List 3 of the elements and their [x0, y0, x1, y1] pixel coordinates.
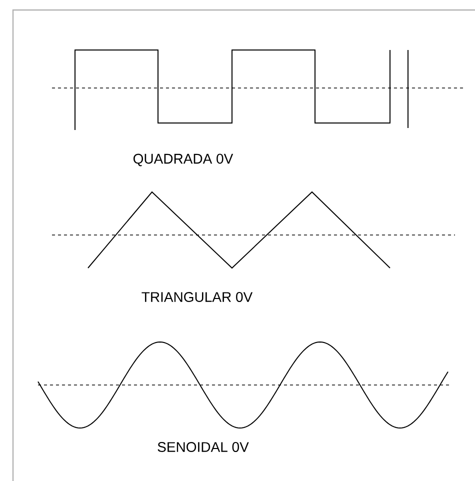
- waveform-label: TRIANGULAR 0V: [142, 292, 253, 302]
- waveform-label: SENOIDAL 0V: [158, 442, 249, 452]
- waveform-label: QUADRADA 0V: [133, 154, 234, 166]
